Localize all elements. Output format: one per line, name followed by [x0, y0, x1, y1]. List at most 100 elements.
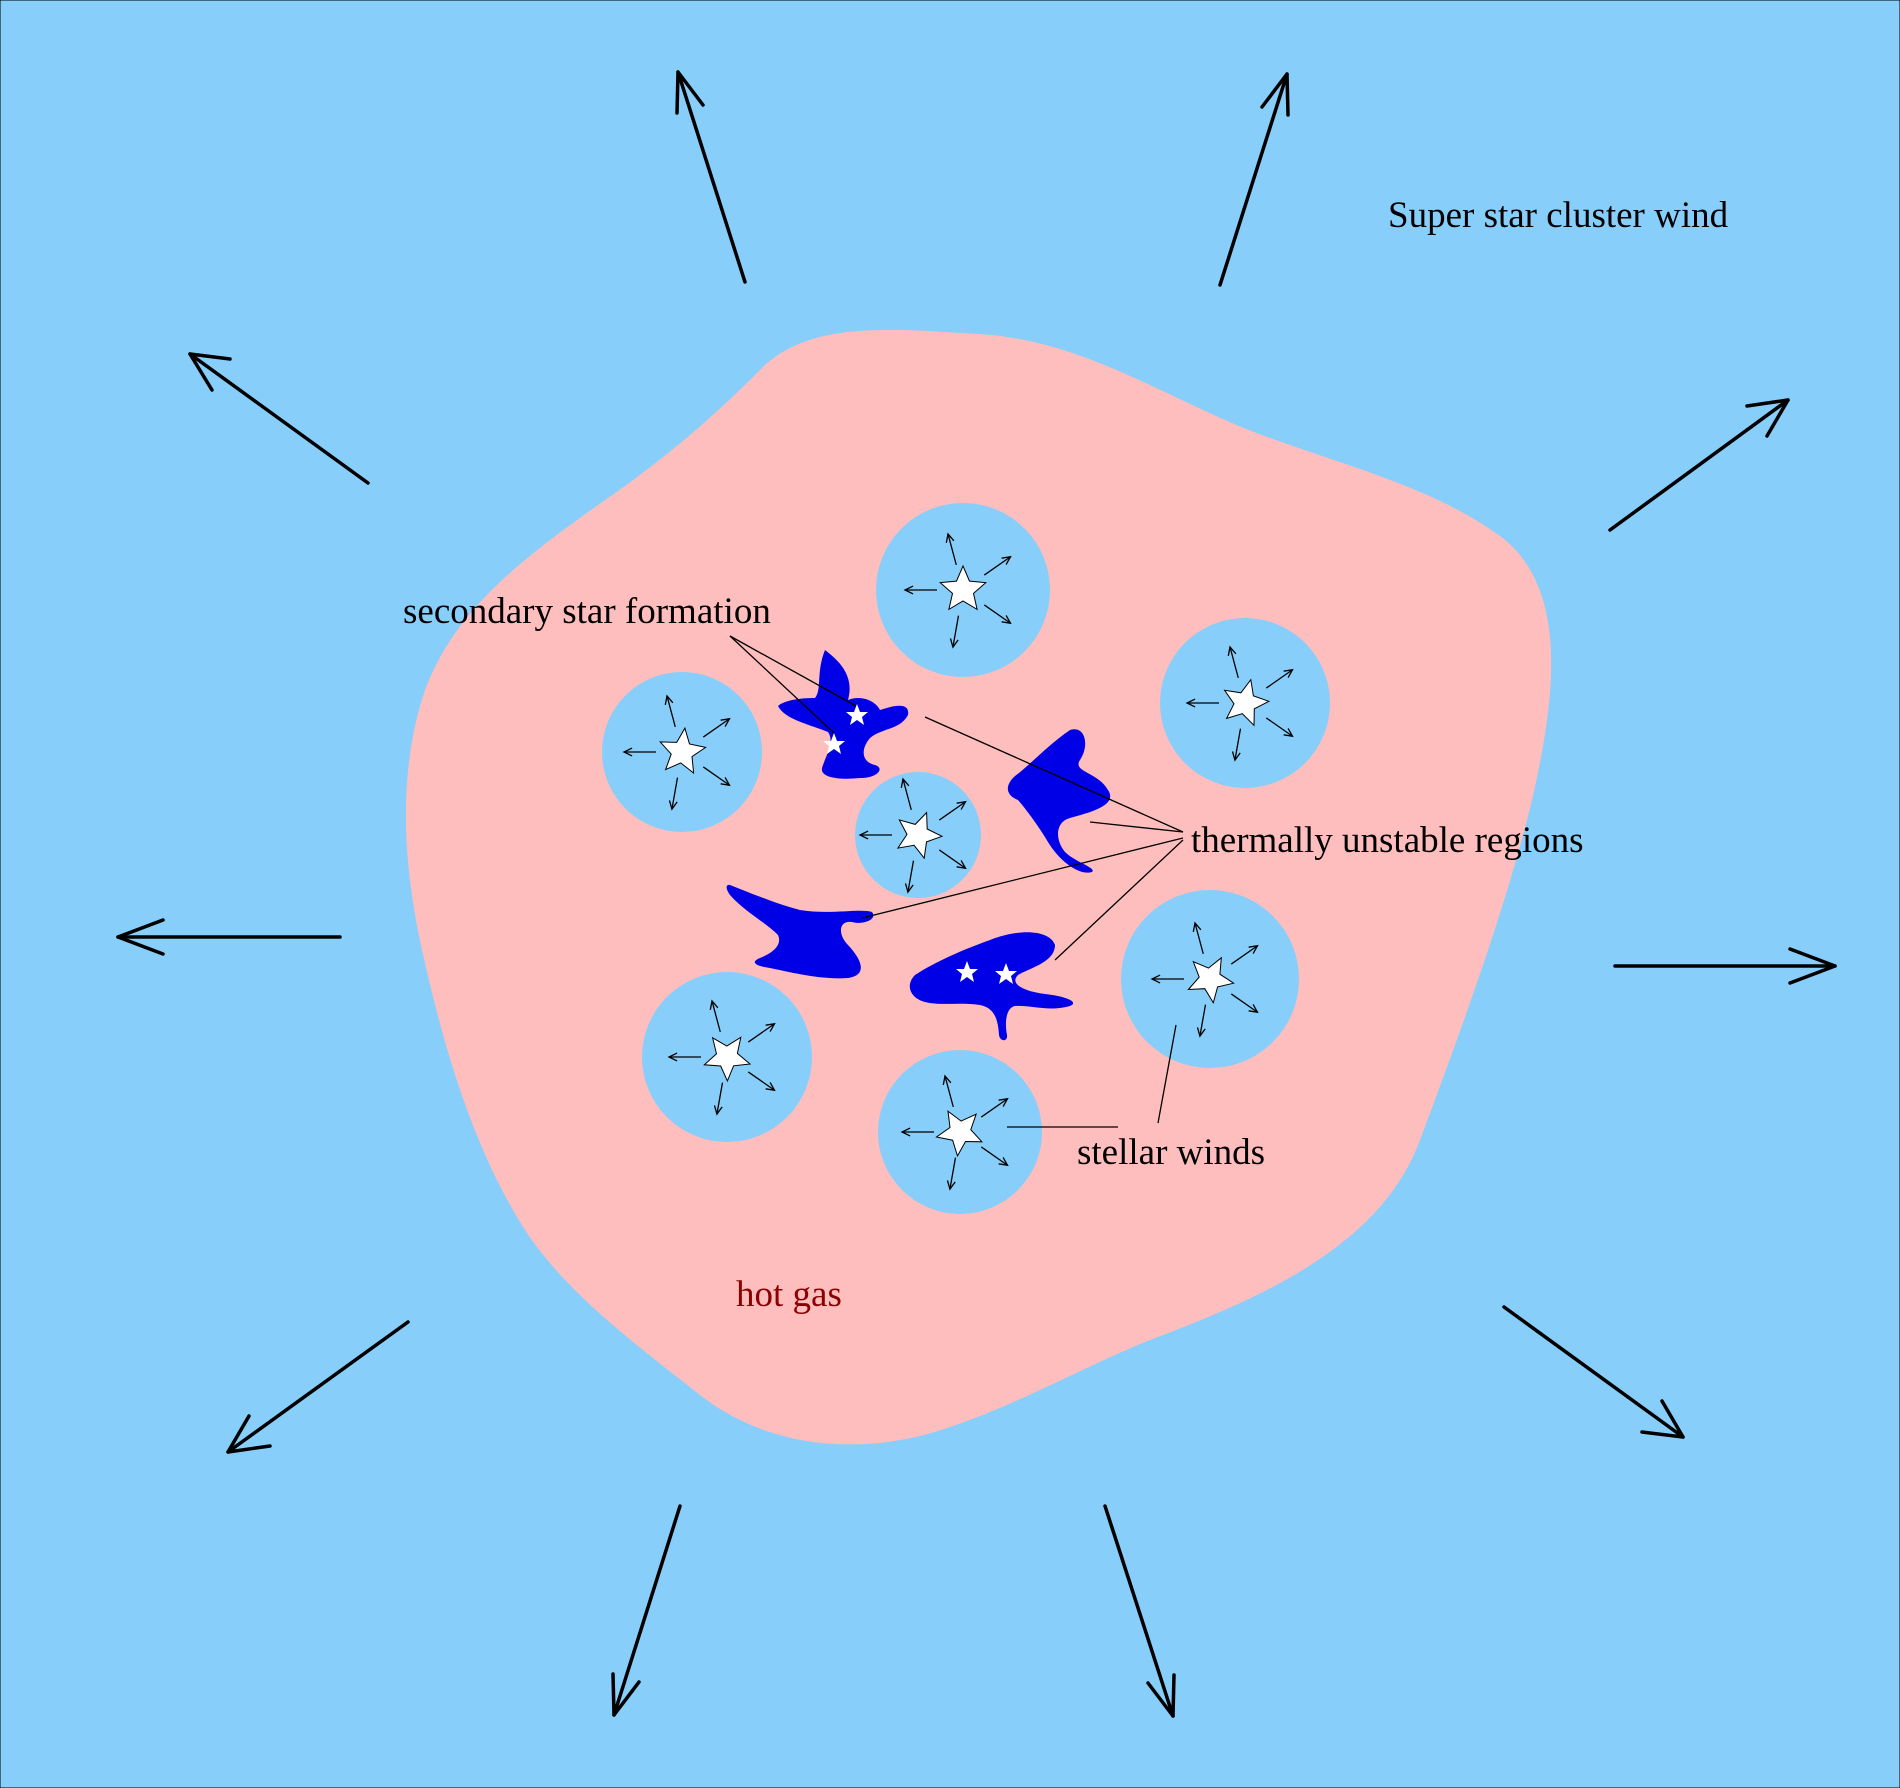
secondary-star-4: [995, 963, 1017, 984]
cluster-wind-arrows: [116, 70, 1837, 1718]
stellar-wind-bubble: [855, 772, 981, 898]
stellar-wind-arrow: [702, 718, 730, 738]
stellar-wind-arrow: [980, 1098, 1008, 1118]
leader-unstable-2: [1089, 821, 1184, 833]
thermally-unstable-regions-label: thermally unstable regions: [1191, 820, 1584, 861]
cluster-wind-label: Super star cluster wind: [1388, 195, 1729, 236]
stellar-wind-arrow: [947, 533, 957, 566]
wind-arrow-right-upper: [1608, 398, 1790, 532]
leader-secondary-2: [729, 635, 835, 734]
hot-gas-region: [405, 329, 1552, 1445]
stellar-wind-arrowhead: [1196, 1027, 1206, 1038]
stellar-wind-arrowhead: [1001, 615, 1012, 625]
stellar-wind-arrow: [980, 1146, 1008, 1166]
stellar-wind-arrowhead: [1001, 555, 1012, 565]
stellar-wind-arrowhead: [709, 999, 719, 1010]
stellar-wind-arrow: [949, 1157, 957, 1190]
stellar-wind-bubble: [878, 1050, 1042, 1214]
unstable-clump-4: [909, 932, 1074, 1041]
stellar-wind-arrow: [1265, 669, 1293, 689]
stellar-wind-arrowhead: [946, 1180, 956, 1191]
stellar-wind-arrow: [702, 766, 730, 786]
massive-star: [896, 811, 944, 860]
stellar-wind-arrowhead: [1192, 921, 1202, 932]
wind-arrow-right: [1613, 947, 1837, 985]
stellar-wind-arrow: [983, 556, 1011, 576]
leader-unstable-4: [1054, 839, 1184, 961]
stellar-wind-arrowhead: [664, 694, 674, 705]
stellar-wind-arrowhead: [622, 747, 633, 757]
massive-star: [703, 1036, 752, 1083]
stellar-wind-arrowhead: [1283, 728, 1294, 738]
stellar-wind-arrowhead: [956, 860, 967, 870]
stellar-wind-arrow: [1230, 945, 1258, 965]
wind-arrow-up-right: [1218, 72, 1290, 287]
stellar-wind-arrowhead: [1231, 751, 1241, 762]
wind-arrow-down-right: [1103, 1504, 1176, 1718]
stellar-wind-arrowhead: [998, 1097, 1009, 1107]
secondary-star-1: [846, 704, 868, 725]
stellar-wind-arrowhead: [903, 585, 914, 595]
secondary-star-formation-label: secondary star formation: [403, 591, 771, 632]
stellar-wind-arrowhead: [1150, 974, 1161, 984]
stellar-wind-arrowhead: [858, 830, 869, 840]
leader-secondary-1: [729, 635, 857, 707]
stellar-wind-arrowhead: [720, 717, 731, 727]
stellar-wind-arrowhead: [945, 532, 955, 543]
stellar-wind-arrow: [666, 695, 676, 728]
stellar-wind-arrowhead: [1248, 944, 1259, 954]
hot-gas-label: hot gas: [736, 1274, 842, 1315]
stellar-wind-arrow: [1265, 717, 1293, 737]
stellar-wind-bubble: [1160, 618, 1330, 788]
stellar-wind-arrowhead: [949, 638, 959, 649]
stellar-wind-arrowhead: [1248, 1004, 1259, 1014]
leader-stellar-winds-2: [1157, 1024, 1177, 1124]
secondary-stars: [823, 704, 1017, 984]
stellar-wind-arrow: [938, 849, 966, 869]
stellar-wind-bubble: [1121, 890, 1299, 1068]
wind-arrow-down-left: [611, 1504, 682, 1717]
stellar-wind-arrow: [747, 1023, 775, 1043]
massive-star: [938, 564, 988, 611]
stellar-wind-arrow: [1199, 1004, 1207, 1037]
stellar-wind-arrow: [1234, 728, 1242, 761]
wind-arrow-right-lower: [1502, 1305, 1685, 1439]
stellar-wind-arrowhead: [667, 1052, 678, 1062]
stellar-wind-arrowhead: [900, 777, 910, 788]
stellar-wind-arrowhead: [1283, 668, 1294, 678]
leader-unstable-3: [861, 837, 1184, 919]
wind-arrow-left: [116, 918, 342, 956]
wind-arrow-left-upper: [188, 352, 370, 485]
stellar-wind-arrowhead: [942, 1074, 952, 1085]
stellar-wind-arrow: [747, 1071, 775, 1091]
stellar-wind-arrow: [902, 778, 912, 811]
stellar-wind-arrow: [716, 1082, 724, 1115]
stellar-wind-bubble: [602, 672, 762, 832]
stellar-wind-arrowhead: [720, 777, 731, 787]
stellar-wind-arrow: [671, 777, 679, 810]
stellar-wind-arrow: [952, 615, 960, 648]
massive-star: [659, 726, 707, 775]
secondary-star-3: [956, 961, 978, 982]
stellar-wind-arrow: [907, 860, 915, 893]
leader-unstable-1: [924, 716, 1184, 833]
massive-star: [1187, 956, 1235, 1005]
stellar-wind-arrowhead: [956, 800, 967, 810]
stellar-wind-arrowhead: [904, 883, 914, 894]
unstable-clump-3: [726, 884, 874, 979]
stellar-wind-arrowhead: [998, 1157, 1009, 1167]
stellar-wind-bubbles: [602, 503, 1330, 1214]
stellar-wind-arrow: [1194, 922, 1204, 955]
stellar-wind-arrow: [1230, 993, 1258, 1013]
stellar-wind-arrow: [944, 1075, 954, 1108]
stellar-wind-bubble: [642, 972, 812, 1142]
stellar-wind-arrowhead: [765, 1022, 776, 1032]
secondary-star-2: [823, 733, 845, 754]
stellar-wind-arrow: [1229, 646, 1239, 679]
wind-arrow-up-left: [675, 70, 747, 284]
stellar-wind-bubble: [876, 503, 1050, 677]
stellar-wind-arrowhead: [668, 800, 678, 811]
wind-arrow-left-lower: [226, 1320, 410, 1454]
stellar-wind-arrow: [711, 1000, 721, 1033]
